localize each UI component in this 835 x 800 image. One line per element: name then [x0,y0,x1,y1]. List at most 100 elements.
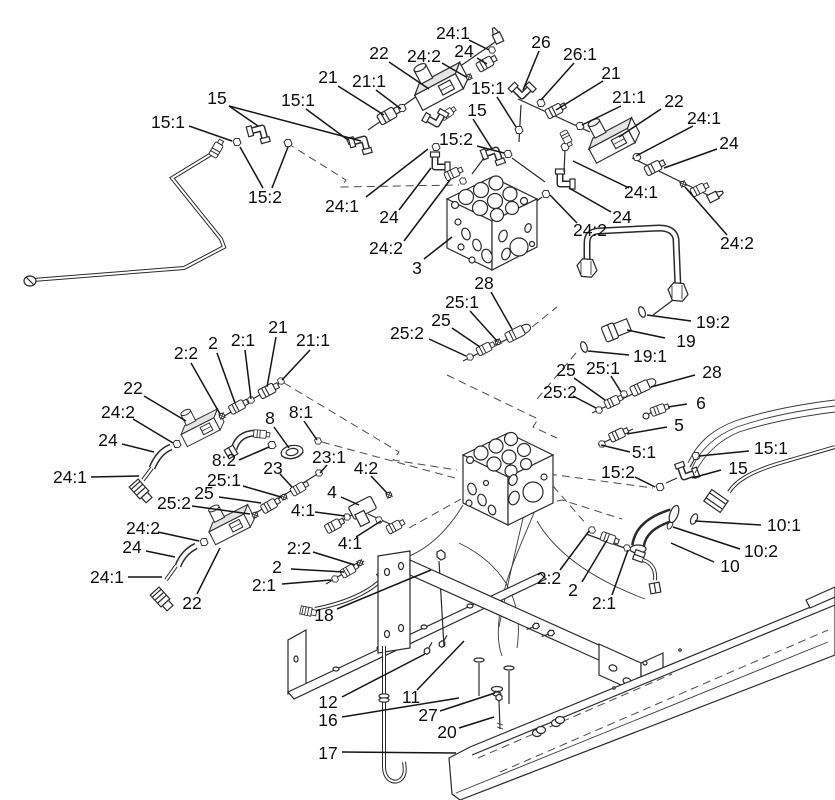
leader-line [242,485,282,498]
callout-label: 8:2 [212,450,236,470]
callout-label: 24 [719,133,739,153]
callout-label: 5:1 [632,442,656,462]
leader-line [611,549,629,596]
callout-label: 17 [318,743,337,763]
callout-label: 22 [182,593,201,613]
leader-line [337,85,385,116]
callout-label: 15 [207,88,226,108]
callout-label: 21:1 [612,87,646,107]
callout-label: 19:1 [633,346,667,366]
callout-label: 10:1 [767,515,801,535]
callout-label: 26 [531,32,550,52]
leader-line [403,179,451,242]
leader-line [646,314,692,322]
leader-line [340,496,360,506]
leader-line [451,327,481,348]
leader-line [428,338,467,357]
leader-line [355,520,382,538]
callout-label: 24:1 [53,467,87,487]
fitting-chain-25-upper [462,321,533,362]
callout-label: 24:1 [687,108,721,128]
callout-label: 15:1 [281,90,315,110]
leader-line [490,291,513,330]
elbow-chain-manifold-right [532,129,575,205]
leader-line [667,403,688,408]
callout-label: 2 [272,557,282,577]
leader-line [698,450,750,457]
valve-chain-left-lower [149,469,407,613]
valve-chain-left-upper [128,377,285,505]
callout-label: 25:1 [207,470,241,490]
leader-line [618,108,662,138]
leader-line [684,186,728,236]
callout-label: 24:2 [126,518,160,538]
callout-label: 15:2 [439,129,473,149]
leader-line [271,146,289,189]
callout-label: 15:1 [151,112,185,132]
leader-line [540,62,575,101]
callout-label: 24:2 [369,238,403,258]
leader-line [496,96,517,128]
callout-label: 23:1 [312,447,346,467]
callout-label: 2:1 [592,593,616,613]
callout-label: 12 [318,692,337,712]
callout-label: 25 [556,360,575,380]
hydraulic-manifold-right [461,431,555,526]
callout-label: 24:2 [407,46,441,66]
leader-line [568,187,612,213]
callout-label: 2:2 [174,343,198,363]
leader-line [670,542,715,563]
callout-label: 15:1 [754,438,788,458]
leader-line [314,511,346,517]
callout-label: 2 [208,333,218,353]
leader-line [691,469,722,479]
callout-label: 25:2 [157,493,191,513]
leader-line [121,443,155,453]
leader-line [468,39,490,51]
callout-label: 16 [318,710,337,730]
leader-line [341,751,457,754]
callout-label: 4 [327,482,337,502]
leader-line [587,350,630,356]
leader-line [238,446,270,461]
leader-line [90,475,140,478]
callout-label: 24:2 [101,402,135,422]
frame-beam [448,586,835,800]
leader-line [522,50,540,91]
steel-tube-top-left [23,137,227,287]
leader-line [600,444,631,453]
leader-line [145,550,176,558]
callout-label: 22 [123,378,142,398]
callout-label: 15:1 [471,78,505,98]
callout-label: 24:2 [720,233,754,253]
leader-line [581,539,608,583]
callout-label: 24 [612,207,632,227]
callout-label: 10:2 [744,541,778,561]
leader-line [626,426,668,435]
leader-line [188,125,233,142]
callout-label: 28 [474,273,493,293]
leader-line [341,697,460,718]
leader-line [441,62,467,78]
leader-line [476,145,505,154]
leader-line [305,108,349,141]
callout-label: 2:1 [252,575,276,595]
leader-line [196,547,221,595]
callout-label: 24 [98,430,118,450]
callout-label: 28 [702,362,721,382]
callout-label: 22 [664,91,683,111]
leader-line [319,464,328,474]
leader-line [472,118,493,150]
callout-label: 11 [402,687,420,707]
callout-label: 24 [454,41,474,61]
leader-line [157,531,200,542]
leader-line [228,105,259,127]
callout-label: 21 [318,67,337,87]
callout-label: 21 [268,317,287,337]
callout-label: 10 [720,556,740,576]
leader-line [694,520,762,526]
leader-line [626,329,666,339]
callout-label: 15:2 [601,462,635,482]
callout-label: 24 [122,537,142,557]
